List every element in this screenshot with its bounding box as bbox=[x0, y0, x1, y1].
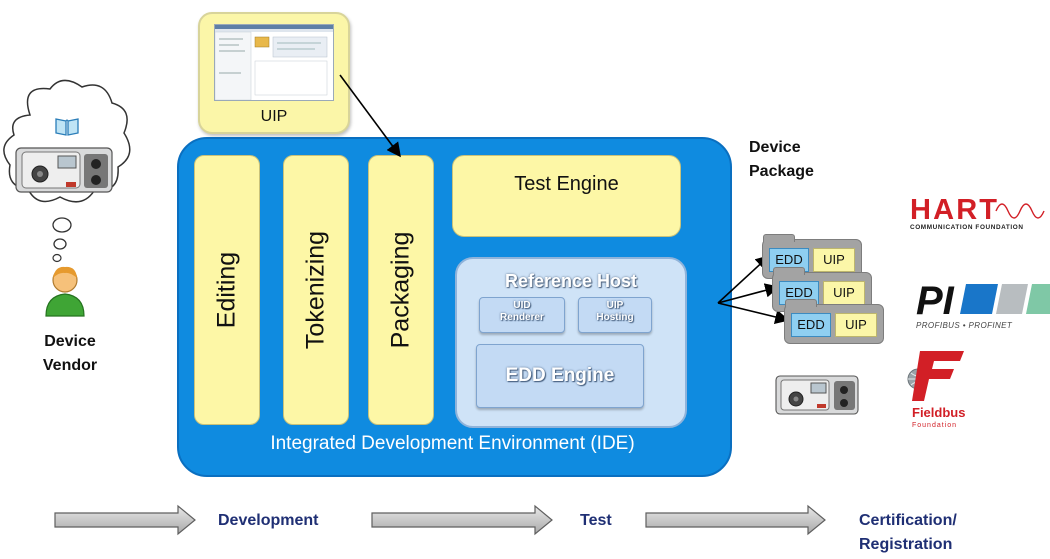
fieldbus-foundation-logo: Fieldbus Foundation bbox=[902, 349, 992, 431]
flow-arrow-3 bbox=[645, 504, 826, 536]
process-flow-arrows bbox=[54, 504, 826, 536]
svg-text:HART: HART bbox=[910, 194, 997, 226]
hart-logo: HART COMMUNICATION FOUNDATION bbox=[910, 193, 1050, 235]
svg-text:PI: PI bbox=[916, 279, 955, 323]
positioner-device-small-icon bbox=[775, 375, 859, 415]
profibus-profinet-logo: PI PROFIBUS • PROFINET bbox=[916, 278, 1050, 334]
svg-text:COMMUNICATION FOUNDATION: COMMUNICATION FOUNDATION bbox=[910, 224, 1024, 231]
test-engine-label: Test Engine bbox=[514, 173, 619, 195]
editing-column: Editing bbox=[194, 155, 260, 425]
uip-chip: UIP bbox=[823, 281, 865, 305]
ide-caption: Integrated Development Environment (IDE) bbox=[270, 433, 635, 454]
reference-host-box: Reference Host UID Renderer UIP Hosting … bbox=[455, 257, 687, 428]
uip-box: UIP bbox=[198, 12, 350, 134]
device-package-file-3: EDD UIP bbox=[784, 299, 884, 344]
svg-text:PROFIBUS • PROFINET: PROFIBUS • PROFINET bbox=[916, 321, 1013, 330]
ide-to-package-arrow-2 bbox=[717, 283, 780, 304]
uid-renderer-box: UID Renderer bbox=[479, 297, 565, 333]
book-icon bbox=[55, 118, 79, 136]
flow-label-certification: Certification/ Registration bbox=[859, 512, 957, 553]
uip-screenshot-thumbnail bbox=[214, 24, 334, 101]
positioner-device-icon bbox=[15, 147, 113, 193]
uip-chip: UIP bbox=[835, 313, 877, 337]
uip-to-packaging-arrow bbox=[339, 74, 401, 158]
device-package-title: Device Package bbox=[749, 139, 814, 180]
edd-engine-box: EDD Engine bbox=[476, 344, 644, 408]
user-icon bbox=[45, 266, 85, 317]
flow-label-test: Test bbox=[580, 512, 612, 529]
ide-to-package-arrow-1 bbox=[717, 254, 771, 304]
uip-box-label: UIP bbox=[260, 108, 288, 125]
test-engine-box: Test Engine bbox=[452, 155, 681, 237]
svg-text:Fieldbus: Fieldbus bbox=[912, 405, 965, 420]
uip-chip: UIP bbox=[813, 248, 855, 272]
packaging-column: Packaging bbox=[368, 155, 434, 425]
tokenizing-column: Tokenizing bbox=[283, 155, 349, 425]
reference-host-title: Reference Host bbox=[504, 271, 638, 291]
svg-text:Foundation: Foundation bbox=[912, 422, 957, 429]
device-vendor-label: Device Vendor bbox=[42, 333, 98, 374]
edd-chip: EDD bbox=[791, 313, 831, 337]
flow-label-development: Development bbox=[218, 512, 319, 529]
ide-to-package-arrow-3 bbox=[717, 302, 790, 324]
flow-arrow-1 bbox=[54, 504, 196, 536]
uip-hosting-box: UIP Hosting bbox=[578, 297, 652, 333]
flow-arrow-2 bbox=[371, 504, 553, 536]
